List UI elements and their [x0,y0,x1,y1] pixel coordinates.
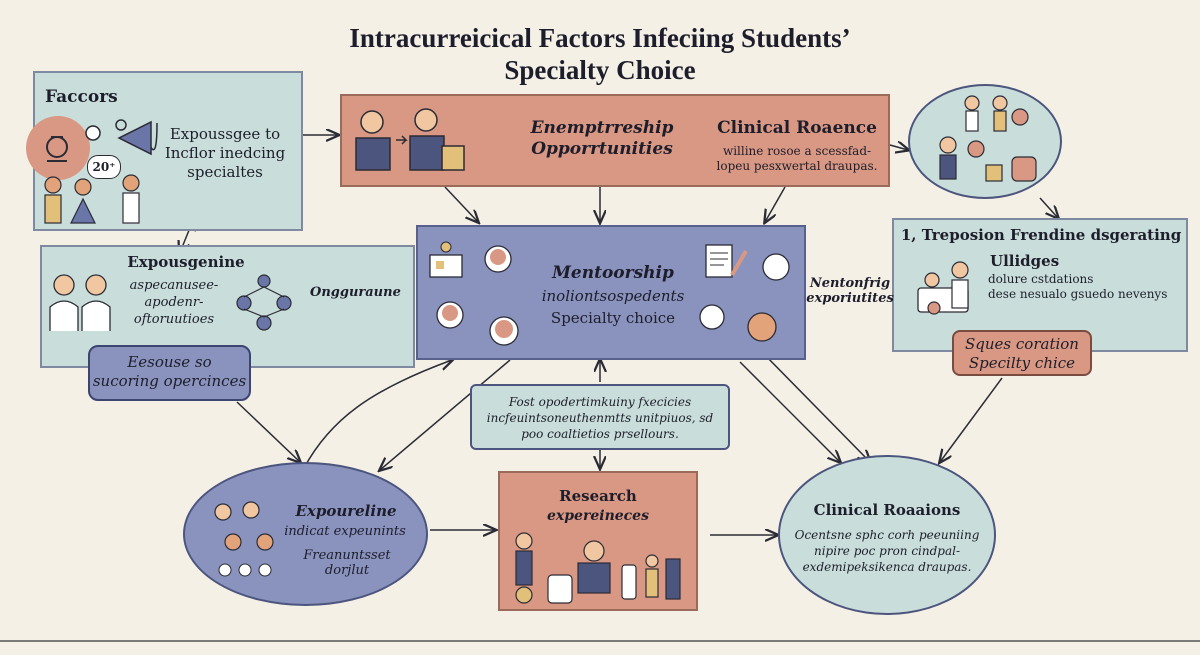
exposure-pill-line-2: sucoring opercinces [92,372,247,390]
clinical-rotations-ellipse: Clinical Roaaions Ocentsne sphc corh pee… [778,455,996,615]
pill-line-2: Specilty chice [968,354,1076,372]
team-icon [939,95,1037,182]
people-icon [214,501,274,577]
note-line-1: Fost opodertimkuiny fxecicies [508,395,692,409]
right-box-text: dolure cstdations dese nesualo gsuedo ne… [988,272,1168,301]
right-box-sub: Ullidges [990,252,1060,270]
microscope-icon [699,244,790,342]
mentorship-box: Mentoorship inoliontsospedents Specialty… [416,225,806,360]
exposure-text: aspecanusee- apodenr- oftoruutioes [129,278,219,327]
factors-text: Expoussgee to Incflor inedcing specialte… [164,125,286,181]
bottom-divider [0,640,1200,642]
lab-icon [917,261,969,315]
research-title: Research [559,487,637,505]
factors-badge: 20⁺ [87,155,121,179]
triangle-icon [117,120,152,156]
exposure-side-label: Ongguraune [310,285,401,300]
bottle-icon [515,532,681,604]
exposure-title: Expousgenine [127,253,245,271]
exposure-ellipse-text: Freanuntsset dorjlut [303,548,391,578]
research-box: Research expereineces [498,471,698,611]
clinical-rotations-text: Ocentsne sphc corh peeuniing nipire poc … [794,528,980,574]
exposure-ellipse-line-2: indicat expeunints [284,524,406,539]
research-sub: expereineces [547,508,649,524]
note-line-2: incfeuintsoneuthenmtts unitpiuos, sd [486,411,714,425]
note-line-3: poo coaltietios prsellours. [521,427,679,441]
center-note: Fost opodertimkuiny fxecicies incfeuints… [470,384,730,450]
people-icon [44,174,140,224]
clinical-residence-text: willine rosoe a scessfad- lopeu pesxwert… [716,144,878,173]
pill-line-1: Sques coration [965,335,1079,353]
mentorship-title: Mentoorship [552,263,674,283]
entrepreneurship-box: Enemptrreship Opporrtunities Clinical Ro… [340,94,890,187]
book-icon [429,241,519,346]
right-box-title: 1, Treposion Frendine dsgerating [900,226,1182,244]
team-circle [908,84,1062,199]
specialty-choice-pill: Sques coration Specilty chice [952,330,1092,376]
brain-icon [26,116,90,180]
factors-label: Faccors [45,87,118,107]
right-factors-box: 1, Treposion Frendine dsgerating Ullidge… [892,218,1188,352]
doctor-icon [355,108,465,171]
exposure-ellipse-title: Expoureline [295,502,397,520]
title-line-2: Specialty Choice [504,55,696,85]
diagram-title: Intracurreicical Factors Infeciing Stude… [0,22,1200,86]
network-icon [236,274,292,331]
mentoring-label: Nentonfrig exporiutites [806,276,894,306]
title-line-1: Intracurreicical Factors Infeciing Stude… [349,23,851,53]
exposure-pill-line-1: Eesouse so [127,353,212,371]
factors-box: Faccors 20⁺ Expoussgee to Incflor inedci… [26,71,303,231]
clinical-rotations-title: Clinical Roaaions [813,501,961,519]
entrepreneurship-title: Enemptrreship Opporrtunities [530,118,674,159]
clinical-residence-title: Clinical Roaence [717,118,877,138]
exposure-ellipse: Expoureline indicat expeunints Freanunts… [183,462,428,606]
mentorship-line-3: Specialty choice [550,309,676,327]
mentorship-line-2: inoliontsospedents [541,287,685,305]
exposure-pill: Eesouse so sucoring opercinces [88,345,251,401]
student-icon [49,274,111,331]
